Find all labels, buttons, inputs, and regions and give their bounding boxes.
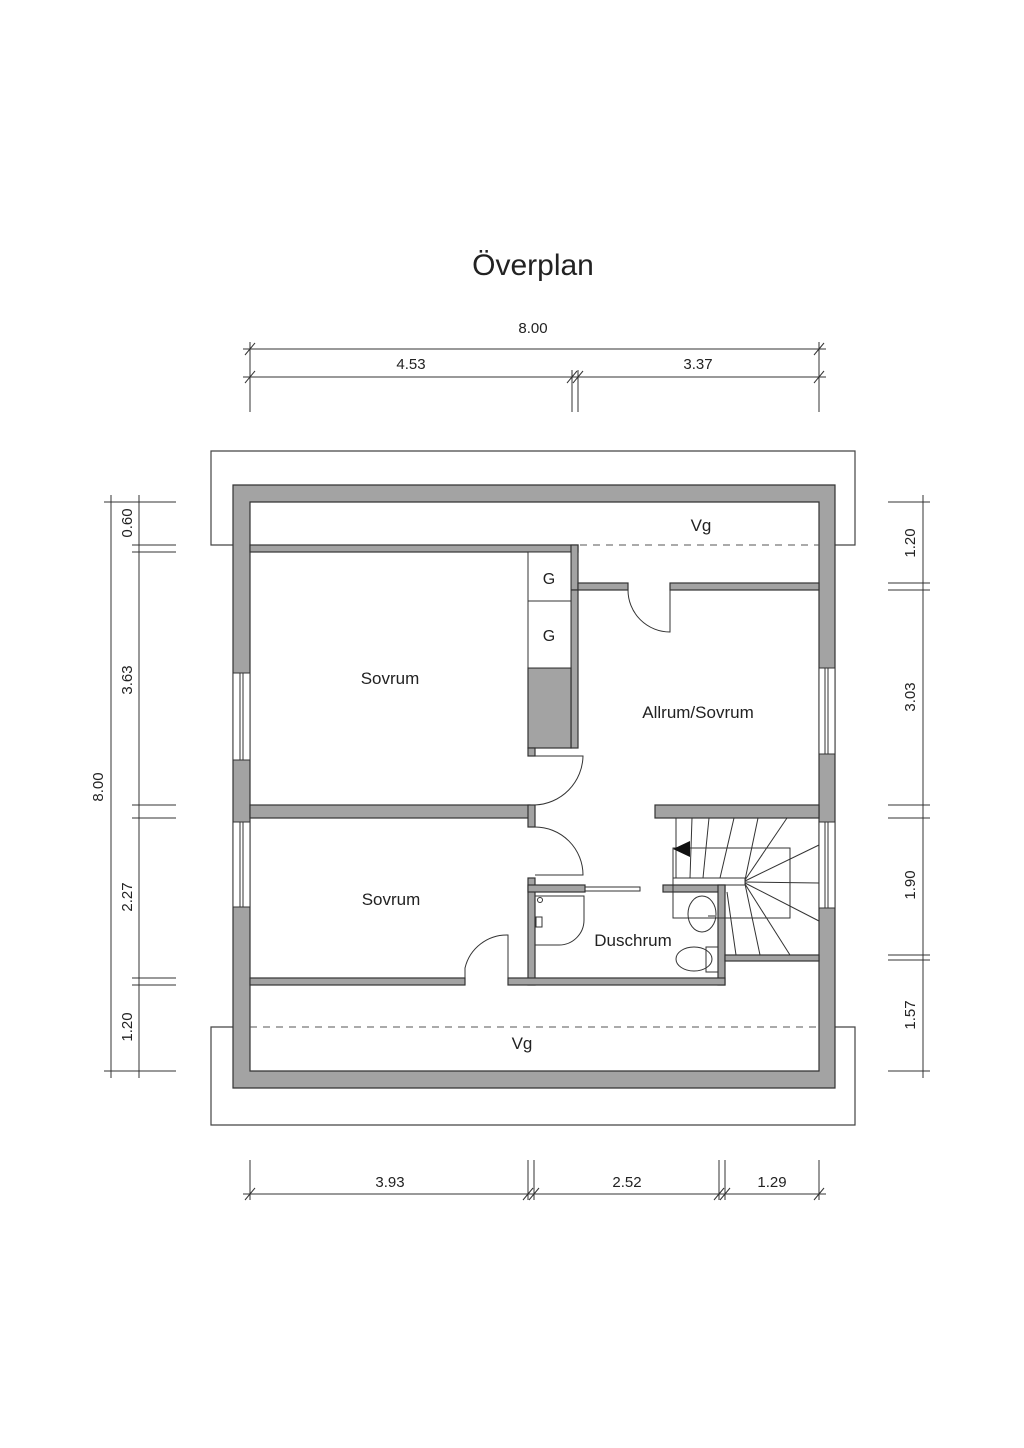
- dim-left-3: 2.27: [119, 882, 136, 911]
- dim-right-1: 1.20: [902, 528, 919, 557]
- dim-top-right: 3.37: [683, 356, 712, 373]
- dim-top-total: 8.00: [518, 320, 547, 337]
- closet-label: G: [543, 571, 555, 588]
- closet-label: G: [543, 628, 555, 645]
- room-label-vg: Vg: [512, 1034, 533, 1053]
- dim-right-3: 1.90: [902, 870, 919, 899]
- dim-right-4: 1.57: [902, 1000, 919, 1029]
- dim-top-left: 4.53: [396, 356, 425, 373]
- sink-icon: [687, 895, 717, 933]
- dimension-lines: [104, 342, 930, 1201]
- closets: [527, 551, 572, 669]
- dim-left-1: 0.60: [119, 508, 136, 537]
- windows: [232, 667, 836, 909]
- bathroom-fixtures: [535, 895, 719, 973]
- room-label-sovrum: Sovrum: [361, 669, 420, 688]
- plan-title: Överplan: [472, 249, 594, 282]
- room-label-duschrum: Duschrum: [594, 931, 671, 950]
- room-label-vg: Vg: [691, 516, 712, 535]
- roof-overhang: [210, 450, 856, 1126]
- toilet-icon: [675, 946, 713, 972]
- dim-bottom-3: 1.29: [757, 1174, 786, 1191]
- stair-direction-arrow-icon: [673, 841, 690, 857]
- staircase: [672, 817, 820, 956]
- roof-line: [250, 544, 819, 1028]
- dim-bottom-2: 2.52: [612, 1174, 641, 1191]
- room-label-sovrum: Sovrum: [362, 890, 421, 909]
- dim-bottom-1: 3.93: [375, 1174, 404, 1191]
- shower-icon: [535, 895, 585, 946]
- dim-left-2: 3.63: [119, 665, 136, 694]
- doors: [464, 589, 671, 985]
- room-label-allrum: Allrum/Sovrum: [642, 703, 753, 722]
- dim-left-4: 1.20: [119, 1012, 136, 1041]
- dim-left-total: 8.00: [90, 772, 107, 801]
- dim-right-2: 3.03: [902, 682, 919, 711]
